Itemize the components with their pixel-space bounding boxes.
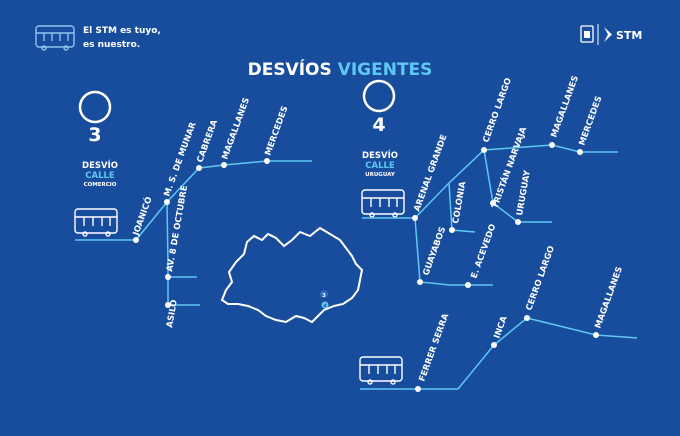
stop-arenal-grande bbox=[412, 215, 418, 221]
detour-4-stops bbox=[412, 142, 583, 288]
stop-magallanes-5 bbox=[593, 332, 599, 338]
map-marker-4 bbox=[321, 301, 329, 309]
stop-uruguay bbox=[515, 219, 521, 225]
detour-3-stops bbox=[133, 158, 270, 308]
svg-text:3: 3 bbox=[322, 293, 326, 299]
montevideo-map: 3 4 bbox=[220, 226, 364, 324]
detour-5-bus-icon bbox=[359, 356, 403, 385]
detour-3-label: DESVÍO bbox=[82, 159, 118, 171]
detour-3-badge: 3 bbox=[78, 90, 112, 146]
label-magallanes-3: MAGALLANES bbox=[220, 96, 252, 161]
stop-asilo bbox=[165, 302, 171, 308]
bus-icon bbox=[35, 25, 75, 51]
detour-3-street: COMERCIO bbox=[84, 182, 117, 188]
page-title: DESVÍOS VIGENTES bbox=[248, 58, 433, 80]
detour-3-number: 3 bbox=[88, 124, 101, 146]
stop-magallanes-4 bbox=[549, 142, 555, 148]
stop-ferrer-serra bbox=[415, 386, 421, 392]
detour-3-street-type: CALLE bbox=[85, 171, 115, 181]
stop-8-octubre bbox=[165, 274, 171, 280]
title-part-2: VIGENTES bbox=[338, 60, 433, 80]
stop-cabrera bbox=[196, 165, 202, 171]
label-inca: INCA bbox=[492, 315, 509, 341]
detour-4-street: URUGUAY bbox=[365, 172, 396, 178]
detour-4-bus-icon bbox=[361, 189, 405, 218]
stop-magallanes-3 bbox=[221, 162, 227, 168]
label-mercedes-4: MERCEDES bbox=[577, 95, 604, 147]
stop-colonia bbox=[449, 227, 455, 233]
label-cerro-largo-4: CERRO LARGO bbox=[481, 77, 514, 144]
stop-cerro-largo-5 bbox=[524, 315, 530, 321]
brand-name: STM bbox=[616, 29, 642, 42]
stop-acevedo bbox=[465, 282, 471, 288]
stop-cerro-largo-4 bbox=[481, 147, 487, 153]
stop-guayabos bbox=[417, 279, 423, 285]
stop-inca bbox=[491, 342, 497, 348]
detour-5-stops bbox=[415, 315, 599, 392]
stop-joanico bbox=[133, 237, 139, 243]
label-uruguay: URUGUAY bbox=[515, 169, 533, 217]
stop-tristan-narvaja bbox=[490, 200, 496, 206]
detour-4-street-type: CALLE bbox=[365, 161, 395, 171]
detour-4-number: 4 bbox=[372, 114, 385, 136]
stop-munar bbox=[164, 199, 170, 205]
stop-mercedes-3 bbox=[264, 158, 270, 164]
label-guayabos: GUAYABOS bbox=[421, 226, 448, 277]
label-ferrer-serra: FERRER SERRA bbox=[417, 312, 451, 383]
label-cabrera: CABRERA bbox=[195, 118, 220, 164]
label-mercedes-3: MERCEDES bbox=[263, 105, 290, 157]
map-marker-3 bbox=[320, 290, 328, 298]
city-shield-icon bbox=[580, 25, 594, 43]
label-colonia: COLONIA bbox=[451, 180, 468, 224]
detour-4-route bbox=[362, 144, 618, 286]
label-cerro-largo-5: CERRO LARGO bbox=[524, 245, 557, 312]
label-joanico: JOANICÓ bbox=[129, 195, 154, 238]
slogan-line-1: El STM es tuyo, bbox=[83, 26, 161, 36]
stop-mercedes-4 bbox=[577, 149, 583, 155]
label-magallanes-4: MAGALLANES bbox=[549, 74, 581, 139]
label-asilo: ASILO bbox=[165, 299, 180, 329]
detour-3-bus-icon bbox=[74, 208, 118, 237]
detour-4-badge: 4 bbox=[362, 79, 396, 136]
slogan-line-2: es nuestro. bbox=[83, 40, 140, 50]
svg-text:4: 4 bbox=[323, 303, 326, 309]
stm-arrow-icon bbox=[604, 27, 612, 42]
detour-4-label: DESVÍO bbox=[362, 149, 398, 161]
title-part-1: DESVÍOS bbox=[248, 58, 338, 80]
label-magallanes-5: MAGALLANES bbox=[593, 265, 625, 330]
